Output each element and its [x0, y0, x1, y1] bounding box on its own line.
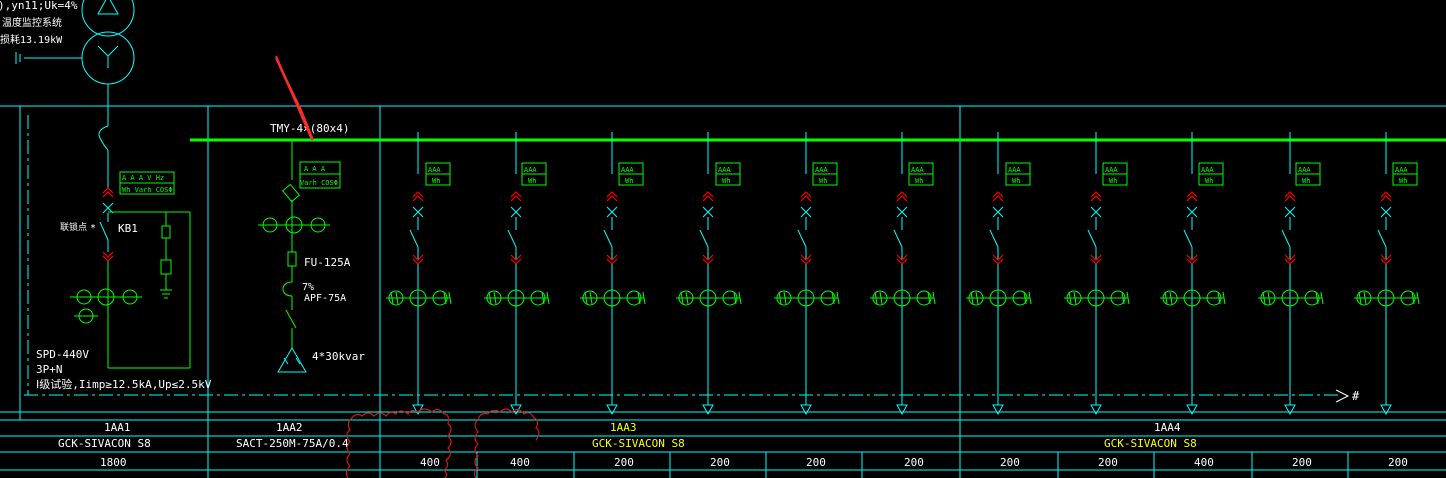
width-col-7: 200	[1000, 456, 1020, 469]
cabinet-id-1aa1: 1AA1	[104, 421, 131, 434]
incomer-meter-top: A A A V Hz	[122, 174, 164, 182]
revision-cloud	[345, 408, 540, 478]
cabinet-schedule-table: 1AA1 1AA2 1AA3 1AA4 GCK-SIVACON S8 SACT-…	[58, 421, 1408, 469]
model-1aa3: GCK-SIVACON S8	[592, 437, 685, 450]
panel-frame	[0, 105, 1446, 478]
model-1aa2: SACT-250M-75A/0.4	[236, 437, 349, 450]
width-col-2: 400	[510, 456, 530, 469]
width-col-9: 400	[1194, 456, 1214, 469]
model-1aa1: GCK-SIVACON S8	[58, 437, 151, 450]
width-col-5: 200	[806, 456, 826, 469]
transformer-loss-text: 损耗13.19kW	[0, 33, 63, 46]
incomer-circuit	[70, 125, 191, 369]
fuse-label: FU-125A	[304, 256, 351, 269]
apf-label: APF-75A	[304, 293, 346, 304]
capacitor-bank-label: 4*30kvar	[312, 350, 365, 363]
end-hash-mark: #	[1352, 389, 1360, 403]
interlock-point-label: 联锁点	[60, 221, 87, 233]
width-col-6: 200	[904, 456, 924, 469]
width-col-1: 400	[420, 456, 440, 469]
width-col-4: 200	[710, 456, 730, 469]
ground-bus-dashed	[24, 115, 1340, 396]
capacitor-meter-box	[299, 161, 341, 189]
model-1aa4: GCK-SIVACON S8	[1104, 437, 1197, 450]
width-col-10: 200	[1292, 456, 1312, 469]
reactor-ratio-label: 7%	[302, 282, 314, 293]
incomer-meter-box	[119, 171, 175, 195]
spd-line-2: 3P+N	[36, 363, 63, 376]
width-col-11: 200	[1388, 456, 1408, 469]
incomer-meter-bottom: Wh Varh COSΦ	[122, 186, 173, 194]
spd-line-3: Ⅰ级试验,Iimp≥12.5kA,Up≤2.5kV	[36, 377, 212, 391]
spd-line-1: SPD-440V	[36, 348, 89, 361]
width-col-8: 200	[1098, 456, 1118, 469]
cabinet-id-1aa2: 1AA2	[276, 421, 303, 434]
capacitor-meter-top: A A A	[304, 165, 326, 173]
capacitor-circuit	[258, 140, 330, 373]
width-1aa1: 1800	[100, 456, 127, 469]
transformer-spec-text: ),yn11;Uk=4%	[0, 0, 78, 12]
cabinet-id-1aa3: 1AA3	[610, 421, 637, 434]
end-marker-arrow	[1335, 389, 1350, 403]
annotation-arrow	[275, 55, 314, 141]
breaker-kb1-label: KB1	[118, 222, 138, 235]
width-col-3: 200	[614, 456, 634, 469]
svg-text:*: *	[90, 223, 96, 234]
capacitor-meter-bottom: Varh COSΦ	[300, 179, 338, 187]
transformer-symbol	[15, 0, 135, 126]
busbar-label: TMY-4×(80x4)	[270, 122, 349, 135]
feeder-meter-boxes	[425, 162, 1418, 186]
monitor-system-text: 温度监控系统	[2, 16, 62, 29]
cabinet-id-1aa4: 1AA4	[1154, 421, 1181, 434]
